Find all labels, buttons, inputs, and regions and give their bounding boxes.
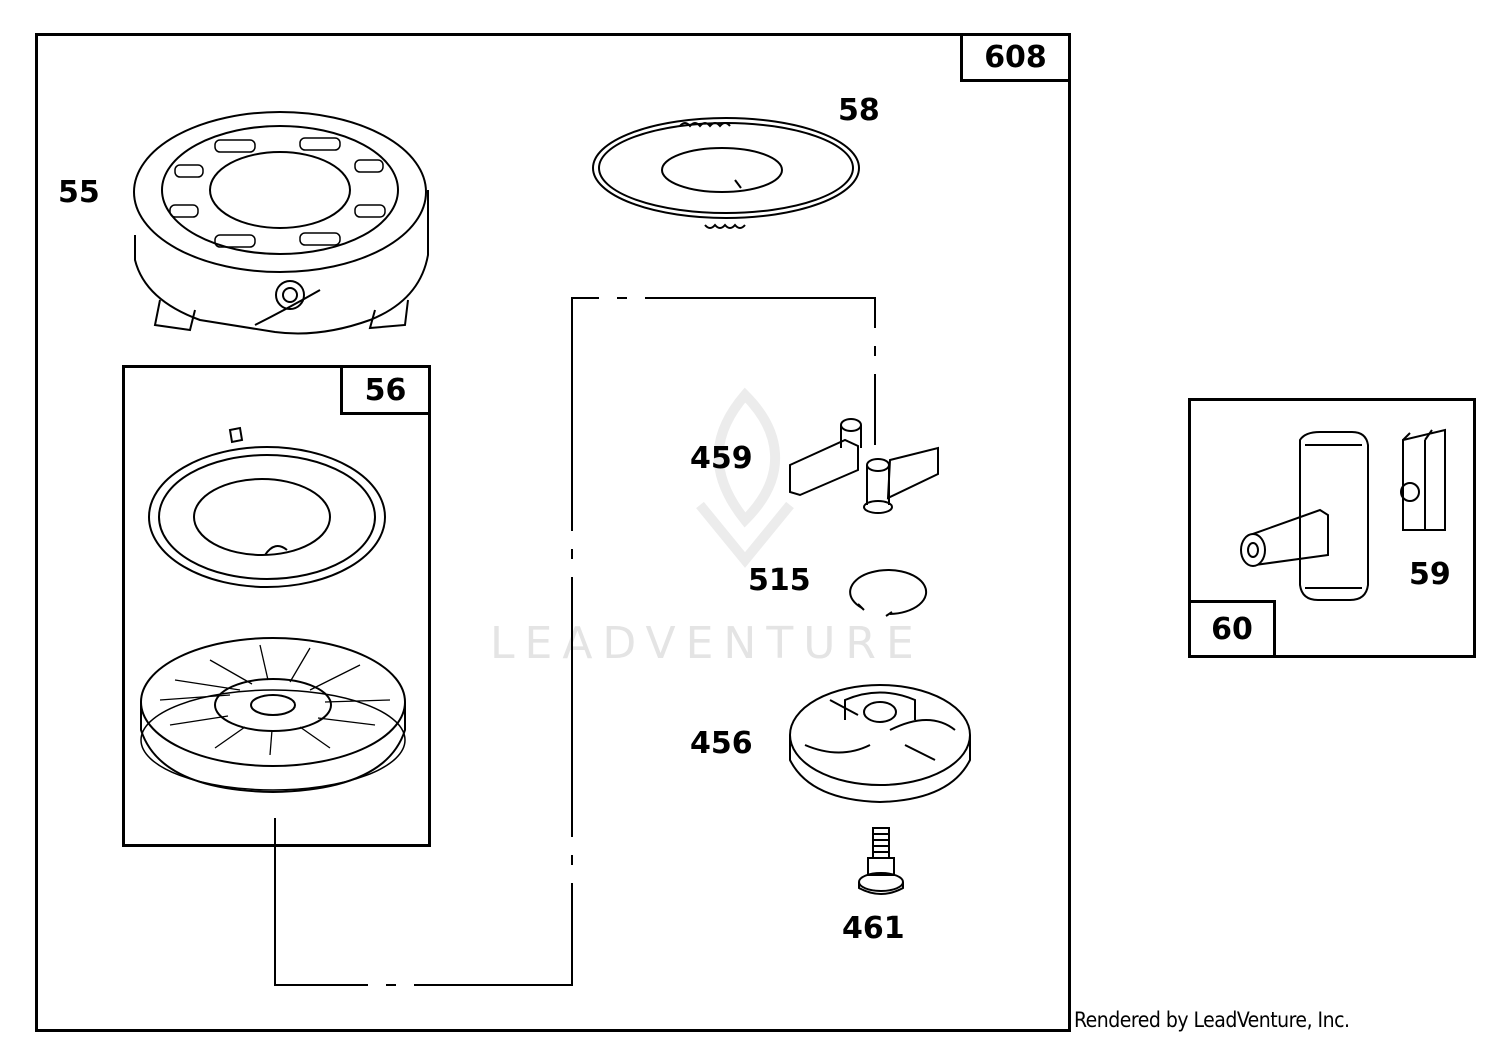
sub-assembly-frame — [122, 365, 431, 847]
main-assembly-frame — [35, 33, 1071, 1032]
part-label-59[interactable]: 59 — [1409, 557, 1451, 592]
part-label-456[interactable]: 456 — [690, 726, 753, 761]
pulley-part — [140, 637, 406, 794]
watermark-text: LEADVENTURE — [490, 618, 924, 669]
starter-housing-part — [133, 111, 429, 335]
retainer-ring-part — [849, 569, 928, 617]
assembly-connector-lines — [274, 297, 876, 986]
side-assembly-label: 60 — [1188, 600, 1276, 658]
part-label-459[interactable]: 459 — [690, 441, 753, 476]
screw-part — [858, 827, 904, 895]
footer-credit: Rendered by LeadVenture, Inc. — [1074, 1008, 1350, 1032]
starter-handle-part — [1240, 431, 1369, 601]
part-label-515[interactable]: 515 — [748, 563, 811, 598]
pawl-part — [789, 418, 939, 514]
watermark-logo — [696, 387, 794, 568]
part-label-55[interactable]: 55 — [58, 175, 100, 210]
starter-rope-part — [592, 117, 860, 229]
ratchet-part — [789, 684, 971, 804]
part-label-461[interactable]: 461 — [842, 911, 905, 946]
sub-assembly-label: 56 — [340, 365, 431, 415]
side-assembly-frame — [1188, 398, 1476, 658]
part-label-58[interactable]: 58 — [838, 93, 880, 128]
rewind-spring-part — [148, 426, 386, 588]
handle-insert-part — [1400, 428, 1446, 531]
main-assembly-label: 608 — [960, 33, 1071, 82]
